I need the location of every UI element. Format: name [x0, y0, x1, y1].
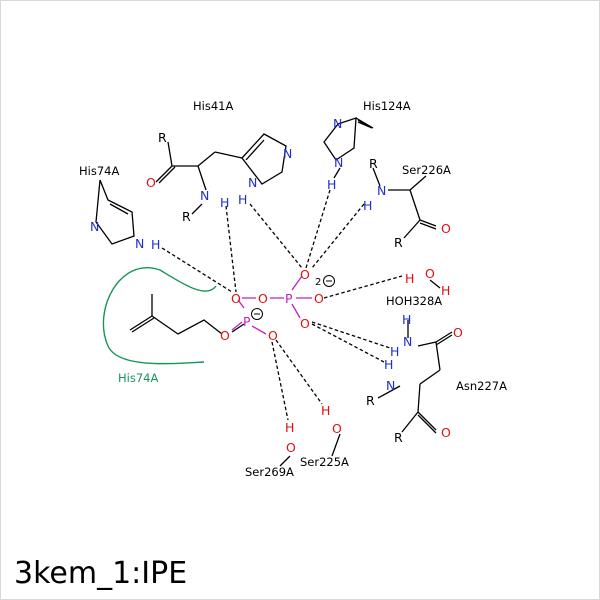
hydrogen-bonds: [161, 189, 403, 421]
atom-o-ser269a: O: [286, 440, 296, 455]
residue-hoh328a: HOH328A: [386, 294, 442, 308]
residue-asn227a: Asn227A: [456, 379, 507, 393]
atom-p-terminal: P: [285, 291, 293, 306]
atom-n-his124a-ring-top: N: [333, 116, 342, 131]
residue-ser269a: Ser269A: [245, 465, 294, 479]
charge-minus-p1-icon: [251, 308, 263, 320]
atom-r-asn227a-bottom: R: [394, 430, 403, 445]
atom-h-water-bottom: H: [441, 283, 450, 298]
atom-n-his74a-ring-right: N: [135, 236, 144, 251]
atom-h-ser269a: H: [285, 420, 294, 435]
charge-minus-p2-icon: [323, 275, 335, 287]
residue-ser226a: Ser226A: [402, 163, 451, 177]
atom-o-asn227a-carbonyl: O: [441, 425, 451, 440]
phosphorus-atoms: P P: [243, 291, 293, 329]
atom-r-his41a-bottom: R: [182, 209, 191, 224]
residue-labels: His41A His124A His74A Ser226A HOH328A As…: [79, 99, 507, 479]
atom-n-his41a-ring-left: N: [248, 175, 257, 190]
atom-n-his124a-ring-bottom: N: [334, 155, 343, 170]
atom-o-p2-bottom: O: [300, 316, 310, 331]
residue-his74a-top: His74A: [79, 164, 119, 178]
residue-ser225a: Ser225A: [300, 455, 349, 469]
oxygen-atoms: O O O O O O O O O O O O O O: [146, 175, 463, 455]
residue-his41a: His41A: [193, 99, 233, 113]
formal-charges: 2: [251, 275, 335, 320]
atom-h-asn227a-backbone: H: [384, 357, 393, 372]
atom-n-his74a-ring-left: N: [90, 219, 99, 234]
hydroxyl-hydrogens: H H H H: [285, 271, 450, 435]
atom-n-his41a-backbone: N: [200, 188, 209, 203]
atom-h-ser226a: H: [363, 198, 372, 213]
atom-o-ligand-p1-p2: O: [258, 291, 268, 306]
atom-h-his41a-backbone: H: [220, 195, 229, 210]
atom-n-his41a-ring-right: N: [283, 146, 292, 161]
atom-h-his124a: H: [327, 177, 336, 192]
covalent-bonds: [95, 117, 453, 467]
atom-o-ligand-bridge: O: [231, 291, 241, 306]
atom-o-p1-bottom: O: [268, 328, 278, 343]
residue-his74a-hydrophobic: His74A: [118, 371, 158, 385]
atom-r-asn227a-top: R: [366, 393, 375, 408]
atom-r-ser226a-bottom: R: [394, 235, 403, 250]
atom-p-ester: P: [243, 314, 251, 329]
atom-h-his41a-ring: H: [238, 192, 247, 207]
atom-o-asn227a-sidechain: O: [453, 325, 463, 340]
atom-o-water: O: [425, 266, 435, 281]
atom-o-p2-top: O: [300, 267, 310, 282]
atom-h-water-left: H: [405, 271, 414, 286]
atom-n-asn227a-sidechain: N: [403, 334, 412, 349]
amide-hydrogens: H H H H H H H H: [151, 177, 411, 372]
atom-n-asn227a-backbone: N: [386, 378, 395, 393]
atom-h-ser225a: H: [321, 403, 330, 418]
nitrogen-atoms: N N N N N N N N N N: [90, 116, 412, 393]
atom-r-his41a-top: R: [158, 130, 167, 145]
atom-h-asn227a-sidechain: H: [390, 344, 399, 359]
atom-o-ser225a: O: [332, 421, 342, 436]
charge-2-label: 2: [315, 277, 321, 288]
atom-o-ser226a-carbonyl: O: [441, 221, 451, 236]
residue-his124a: His124A: [363, 99, 411, 113]
hydrophobic-contact-arc: [102, 267, 217, 365]
atom-h-his74a: H: [151, 237, 160, 252]
r-groups: R R R R R R: [158, 130, 403, 445]
atom-o-his41a-carbonyl: O: [146, 175, 156, 190]
diagram-title: 3kem_1:IPE: [14, 556, 187, 591]
phosphate-bonds: [231, 275, 312, 335]
atom-h-asn227a-sidechain-top: H: [402, 312, 411, 327]
atom-o-p2-right: O: [314, 291, 324, 306]
atom-n-ser226a: N: [377, 183, 386, 198]
atom-o-ester: O: [220, 328, 230, 343]
atom-r-ser226a-top: R: [369, 156, 378, 171]
